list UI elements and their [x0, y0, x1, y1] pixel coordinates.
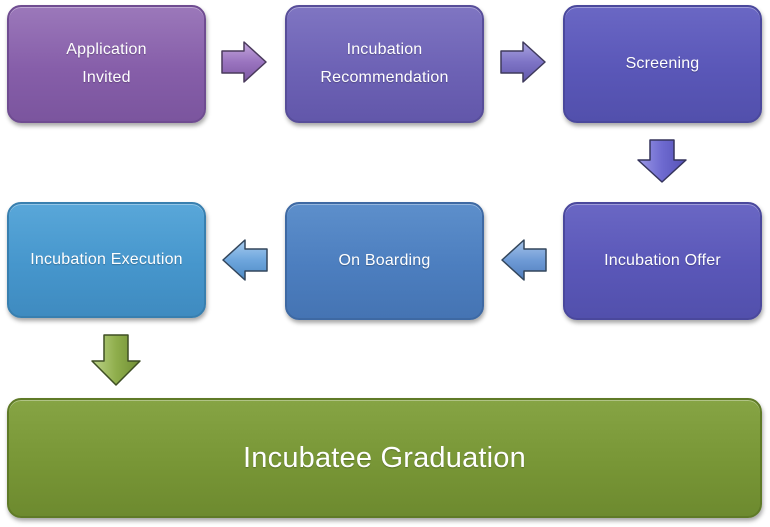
arrow-right-icon: [221, 41, 267, 83]
step-incubation-execution: Incubation Execution: [7, 202, 206, 318]
arrow-left-icon: [501, 239, 547, 281]
step-label: Incubatee Graduation: [243, 442, 526, 474]
step-label: Screening: [625, 55, 700, 72]
step-label: Incubation Recommendation: [320, 41, 449, 86]
step-screening: Screening: [563, 5, 762, 123]
arrow-left-icon: [222, 239, 268, 281]
step-incubation-recommendation: Incubation Recommendation: [285, 5, 484, 123]
step-incubatee-graduation: Incubatee Graduation: [7, 398, 762, 518]
step-label: On Boarding: [338, 252, 431, 269]
arrow-down-icon: [91, 334, 141, 386]
arrow-right-icon: [500, 41, 546, 83]
arrow-down-icon: [637, 139, 687, 183]
step-label: Incubation Offer: [604, 252, 721, 269]
step-label: Application Invited: [66, 41, 147, 86]
step-application-invited: Application Invited: [7, 5, 206, 123]
step-incubation-offer: Incubation Offer: [563, 202, 762, 320]
step-label: Incubation Execution: [30, 251, 183, 268]
step-on-boarding: On Boarding: [285, 202, 484, 320]
